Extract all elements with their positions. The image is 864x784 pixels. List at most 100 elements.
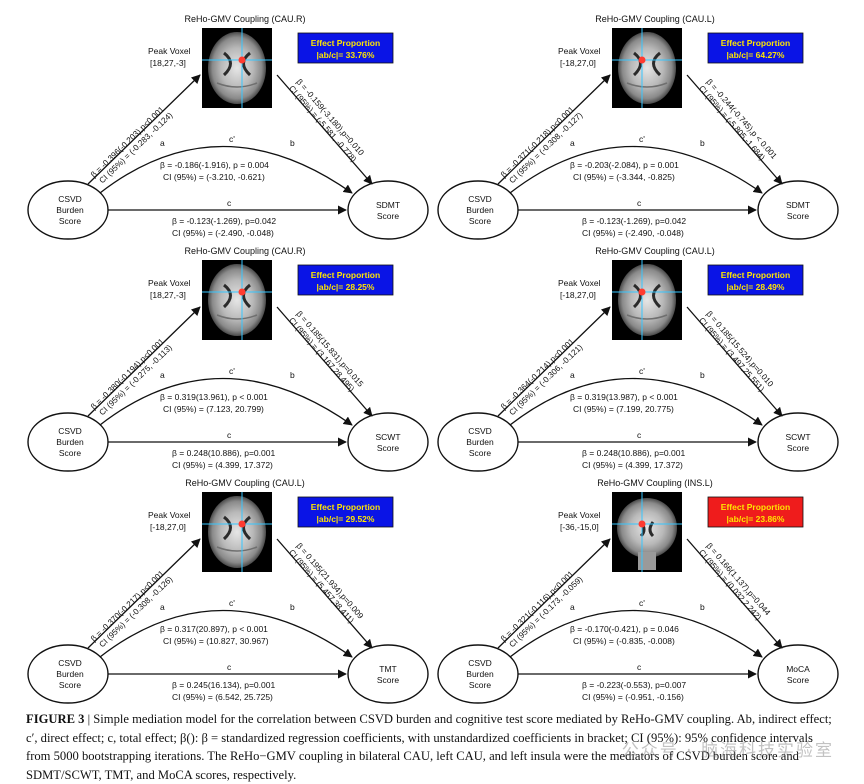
path-c-ci: CI (95%) = (6.542, 25.725) — [172, 692, 273, 702]
path-b-stat: β = 0.166(1.137),p=0.044 — [704, 541, 772, 617]
peak-voxel-label: Peak Voxel — [558, 510, 601, 520]
path-cprime-stat: β = 0.319(13.961), p < 0.001 — [160, 392, 268, 402]
mediation-panel-3: ReHo-GMV Coupling (CAU.R)Peak Voxel[18,2… — [27, 246, 429, 472]
path-b-stat: β = 0.195(21.934),p=0.009 — [294, 541, 365, 621]
mediation-panel-1: ReHo-GMV Coupling (CAU.R) Peak Voxel [18,2… — [27, 14, 429, 240]
path-b-ci: CI (95%) = (0.032,2.242) — [697, 548, 763, 622]
outcome-node — [347, 412, 429, 472]
path-cprime-arrow — [99, 609, 353, 658]
predictor-label: Score — [59, 448, 81, 458]
predictor-label: Burden — [466, 205, 494, 215]
path-a-arrow — [497, 306, 611, 417]
outcome-node — [757, 180, 839, 240]
outcome-label: Score — [377, 675, 399, 685]
path-b-ci: CI (95%) = (5.457,38.411) — [287, 548, 356, 625]
outcome-label: MoCA — [786, 664, 810, 674]
path-cprime-stat: β = -0.186(-1.916), p = 0.004 — [160, 160, 269, 170]
brain-scan-icon — [618, 32, 676, 104]
figure-caption: FIGURE 3 | Simple mediation model for th… — [26, 710, 838, 784]
path-cprime-label: c' — [229, 598, 235, 608]
ventricle-shape — [222, 283, 252, 309]
outcome-node — [347, 180, 429, 240]
effect-proportion-title: Effect Proportion — [311, 502, 380, 512]
path-c-stat: β = 0.245(16.134), p=0.001 — [172, 680, 275, 690]
predictor-label: Score — [469, 448, 491, 458]
effect-proportion-title: Effect Proportion — [721, 38, 790, 48]
predictor-label: Burden — [56, 437, 84, 447]
sulcus-shape — [216, 546, 258, 552]
path-cprime-label: c' — [229, 366, 235, 376]
peak-voxel-marker — [638, 520, 646, 528]
path-cprime-ci: CI (95%) = (7.199, 20.775) — [573, 404, 674, 414]
peak-voxel-marker — [238, 56, 246, 64]
sulcus-shape — [626, 314, 668, 320]
path-cprime-arrow — [99, 377, 353, 426]
brain-scan-icon — [208, 264, 266, 336]
brain-scan-icon — [208, 496, 266, 568]
brain-scan-icon — [618, 264, 676, 336]
path-a-arrow — [87, 306, 201, 417]
peak-voxel-coords: [18,27,-3] — [150, 290, 186, 300]
outcome-node — [757, 412, 839, 472]
path-b-arrow — [686, 74, 783, 185]
path-cprime-arrow — [99, 145, 353, 194]
sulcus-shape — [216, 314, 258, 320]
outcome-label: Score — [787, 443, 809, 453]
peak-voxel-coords: [18,27,-3] — [150, 58, 186, 68]
caption-text: Simple mediation model for the correlati… — [26, 712, 832, 782]
brain-scan-icon — [208, 32, 266, 104]
path-cprime-ci: CI (95%) = (-0.835, -0.008) — [573, 636, 675, 646]
path-b-arrow — [686, 306, 783, 417]
path-c-ci: CI (95%) = (4.399, 17.372) — [582, 460, 683, 470]
effect-proportion-box — [297, 264, 394, 296]
path-b-arrow — [276, 306, 373, 417]
path-b-label: b — [290, 138, 295, 148]
predictor-label: CSVD — [58, 658, 82, 668]
path-b-label: b — [700, 370, 705, 380]
path-cprime-stat: β = 0.317(20.897), p < 0.001 — [160, 624, 268, 634]
outcome-label: SCWT — [785, 432, 810, 442]
path-c-ci: CI (95%) = (4.399, 17.372) — [172, 460, 273, 470]
path-cprime-label: c' — [639, 134, 645, 144]
path-a-stat: β = -0.321(-0.116),p<0.001 — [499, 569, 576, 643]
path-c-stat: β = -0.123(-1.269), p=0.042 — [172, 216, 276, 226]
effect-proportion-value: |ab/c|= 28.25% — [317, 282, 375, 292]
peak-voxel-coords: [-36,-15,0] — [560, 522, 599, 532]
sulcus-shape — [216, 82, 258, 88]
path-a-stat: β = -0.364(-0.214),p<0.001 — [499, 337, 576, 412]
path-cprime-ci: CI (95%) = (7.123, 20.799) — [163, 404, 264, 414]
predictor-label: Burden — [56, 205, 84, 215]
peak-voxel-label: Peak Voxel — [558, 278, 601, 288]
path-c-stat: β = -0.223(-0.553), p=0.007 — [582, 680, 686, 690]
effect-proportion-title: Effect Proportion — [721, 502, 790, 512]
predictor-label: CSVD — [58, 426, 82, 436]
path-a-arrow — [87, 538, 201, 649]
path-c-ci: CI (95%) = (-0.951, -0.156) — [582, 692, 684, 702]
mediator-title: ReHo-GMV Coupling (INS.L) — [597, 478, 713, 488]
effect-proportion-box — [707, 32, 804, 64]
effect-proportion-value: |ab/c|= 23.86% — [727, 514, 785, 524]
path-b-ci: CI (95%) = (3.497,25.551) — [697, 316, 766, 394]
watermark: 公众号 · 脑海科技实验室 — [621, 741, 834, 761]
predictor-label: CSVD — [468, 426, 492, 436]
ventricle-shape — [222, 51, 252, 77]
mediator-title: ReHo-GMV Coupling (CAU.L) — [595, 246, 715, 256]
peak-voxel-label: Peak Voxel — [148, 46, 191, 56]
mediator-title: ReHo-GMV Coupling (CAU.R) — [184, 14, 305, 24]
mediator-title: ReHo-GMV Coupling (CAU.L) — [595, 14, 715, 24]
effect-proportion-title: Effect Proportion — [311, 38, 380, 48]
predictor-label: Burden — [466, 437, 494, 447]
path-c-ci: CI (95%) = (-2.490, -0.048) — [582, 228, 684, 238]
path-cprime-arrow — [509, 609, 763, 658]
path-cprime-arrow — [509, 145, 763, 194]
predictor-label: Score — [59, 216, 81, 226]
caption-separator: | — [87, 712, 91, 726]
path-b-stat: β = 0.185(15.524),p=0.010 — [704, 309, 775, 389]
peak-voxel-label: Peak Voxel — [148, 278, 191, 288]
path-a-stat: β = -0.370(-0.217),p<0.001 — [89, 569, 166, 644]
outcome-label: Score — [377, 443, 399, 453]
path-c-label: c — [637, 198, 642, 208]
